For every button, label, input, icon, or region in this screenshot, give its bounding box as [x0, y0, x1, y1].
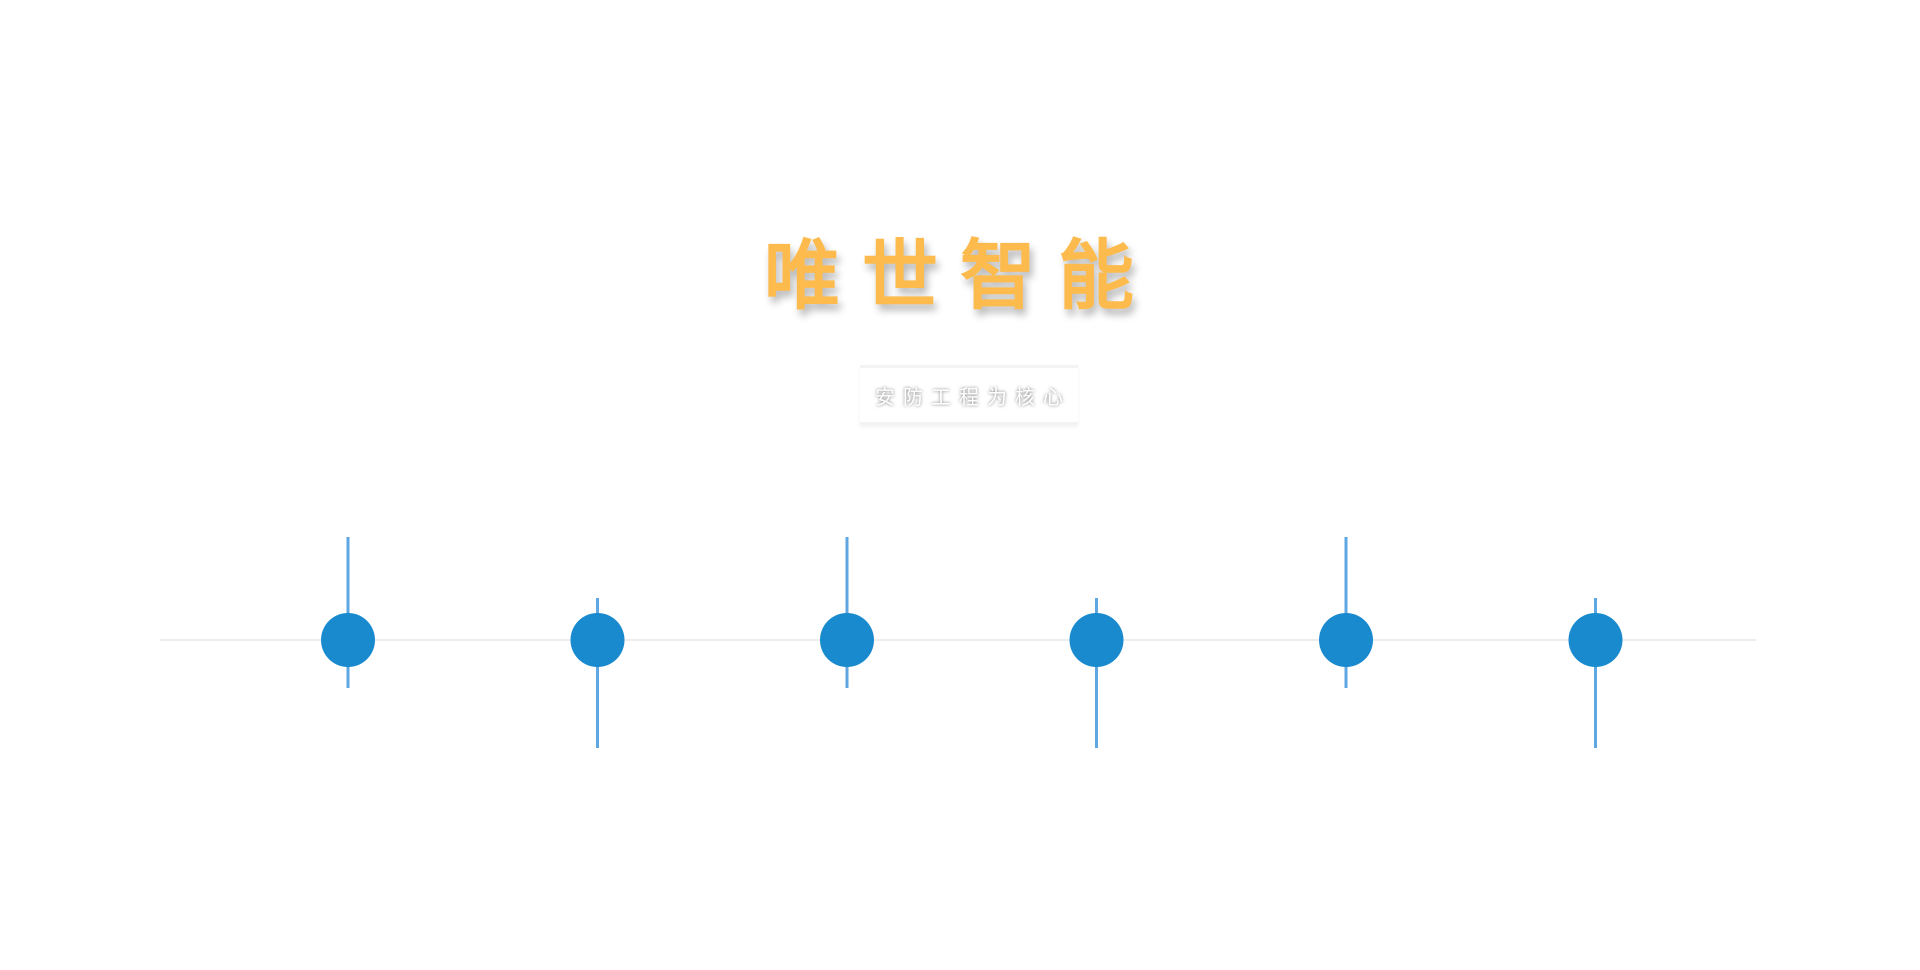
timeline-nodes	[321, 537, 1623, 748]
timeline-dot[interactable]	[820, 613, 874, 667]
timeline-dot[interactable]	[1568, 613, 1623, 667]
timeline-node-2[interactable]	[570, 598, 625, 748]
timeline-node-5[interactable]	[1319, 537, 1373, 688]
timeline-node-6[interactable]	[1568, 598, 1623, 748]
timeline-dot[interactable]	[570, 613, 625, 667]
timeline-node-1[interactable]	[321, 537, 375, 688]
tagline-text: 安防工程为核心	[875, 384, 1071, 409]
timeline-dot[interactable]	[1319, 613, 1373, 667]
tagline-box: 安防工程为核心	[860, 365, 1078, 425]
brand-title: 唯世智能	[764, 231, 1156, 320]
timeline-dot[interactable]	[321, 613, 375, 667]
timeline-node-4[interactable]	[1069, 598, 1124, 748]
timeline-dot[interactable]	[1069, 613, 1124, 667]
timeline-node-3[interactable]	[820, 537, 874, 688]
